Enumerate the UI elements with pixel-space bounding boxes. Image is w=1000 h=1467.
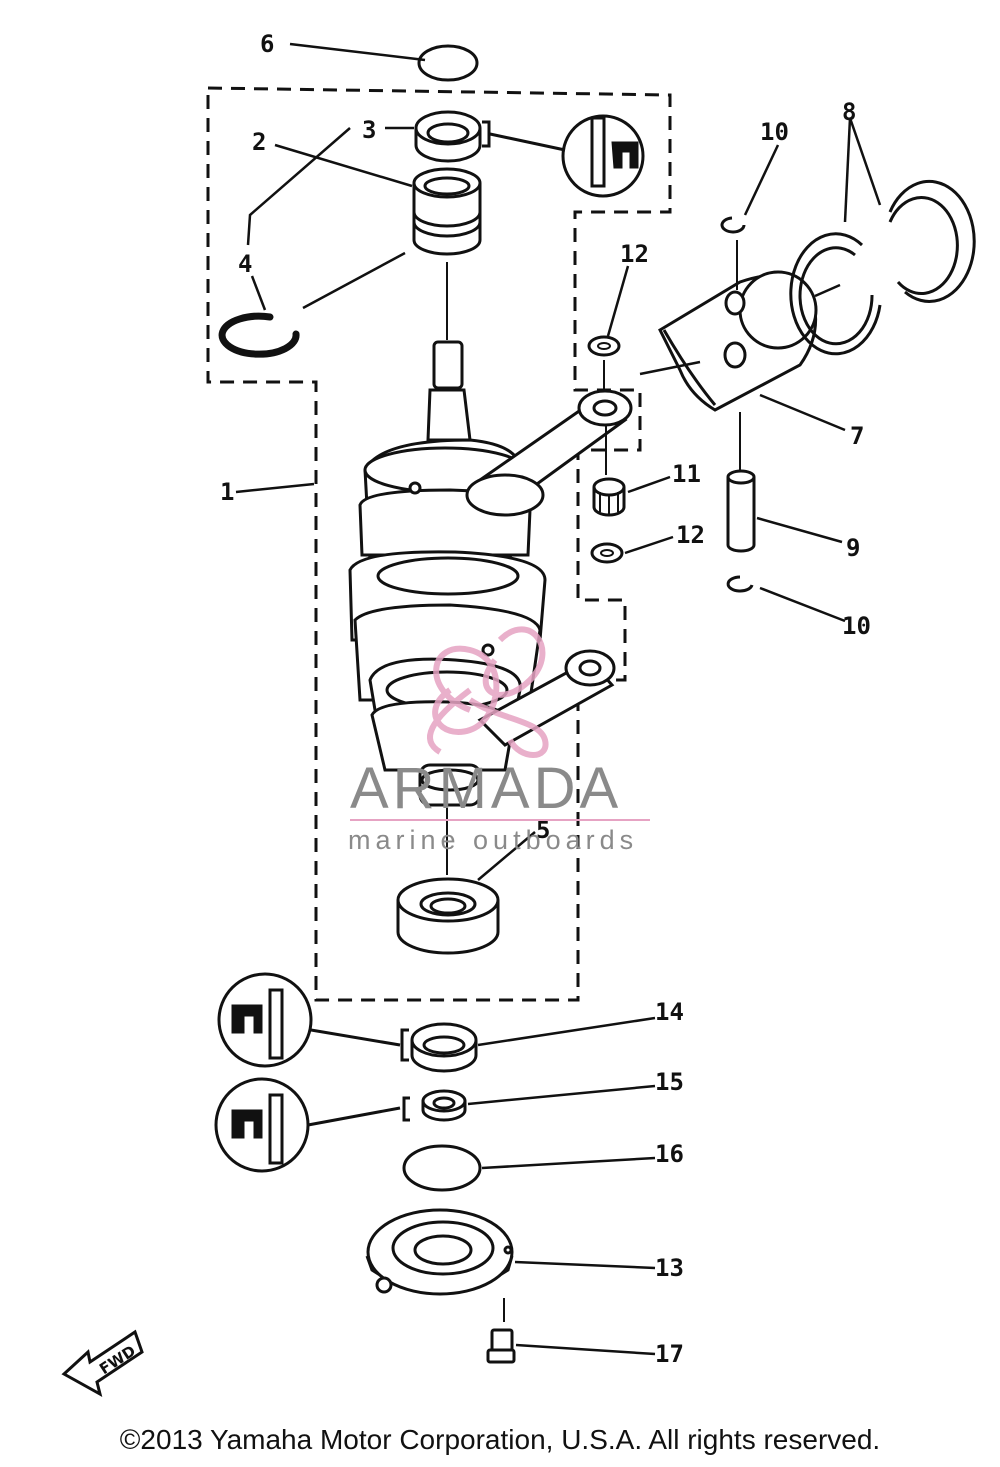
callout-11: 11 [672, 460, 701, 488]
callout-4: 4 [238, 250, 252, 278]
connecting-rod-upper [465, 389, 633, 517]
fwd-arrow-icon: FWD [61, 1329, 144, 1397]
seal-15-bracket [402, 1096, 410, 1122]
connecting-rod-lower [477, 649, 616, 747]
piston-7 [658, 270, 818, 412]
callout-5: 5 [536, 816, 550, 844]
callout-14: 14 [655, 998, 684, 1026]
callout-16: 16 [655, 1140, 684, 1168]
bearing-5 [396, 877, 500, 955]
seal-3-detail-leader [489, 132, 566, 152]
callout-9: 9 [846, 534, 860, 562]
callout-17: 17 [655, 1340, 684, 1368]
seal-15-detail-circle [214, 1077, 310, 1173]
washer-12-lower-hole [600, 549, 614, 557]
callout-10-lower: 10 [842, 612, 871, 640]
seal-3-detail-circle [561, 114, 645, 198]
seal-14-detail-leader [310, 1028, 401, 1047]
callout-13: 13 [655, 1254, 684, 1282]
seal-14-detail-circle [217, 972, 313, 1068]
bolt-17 [486, 1328, 516, 1364]
washer-12-upper-hole [597, 342, 611, 350]
callout-10-upper: 10 [760, 118, 789, 146]
clip-10-upper [720, 216, 746, 234]
piston-pin-9 [726, 469, 756, 553]
watermark-logo-icon [427, 626, 549, 758]
o-ring-16 [402, 1144, 482, 1192]
needle-bearing-11 [592, 477, 626, 517]
callout-12-upper: 12 [620, 240, 649, 268]
callout-1: 1 [220, 478, 234, 506]
seal-15-detail-leader [307, 1106, 401, 1127]
o-ring-6 [417, 44, 479, 82]
callout-7: 7 [850, 422, 864, 450]
oil-seal-housing-13 [365, 1208, 514, 1296]
crankshaft-assembly-boundary [206, 86, 672, 1002]
oil-seal-15 [421, 1089, 467, 1122]
callout-15: 15 [655, 1068, 684, 1096]
watermark-tagline: marine outboards [348, 825, 638, 855]
oil-seal-14 [410, 1022, 478, 1073]
watermark-brand: ARMADA [350, 756, 622, 821]
callout-6: 6 [260, 30, 274, 58]
callout-2: 2 [252, 128, 266, 156]
callout-3: 3 [362, 116, 376, 144]
seal-14-bracket [400, 1028, 409, 1062]
circlip-4 [218, 312, 300, 358]
copyright-notice: ©2013 Yamaha Motor Corporation, U.S.A. A… [119, 1424, 881, 1455]
piston-rings-8 [789, 179, 976, 356]
bearing-2 [412, 167, 482, 256]
seal-3-bracket [482, 120, 491, 148]
oil-seal-3 [414, 110, 482, 163]
clip-10-lower [726, 575, 754, 593]
callout-12-lower: 12 [676, 521, 705, 549]
washer-12-lower [590, 542, 624, 564]
callout-8: 8 [842, 98, 856, 126]
washer-12-upper [587, 335, 621, 357]
leader-lines [235, 42, 882, 1356]
